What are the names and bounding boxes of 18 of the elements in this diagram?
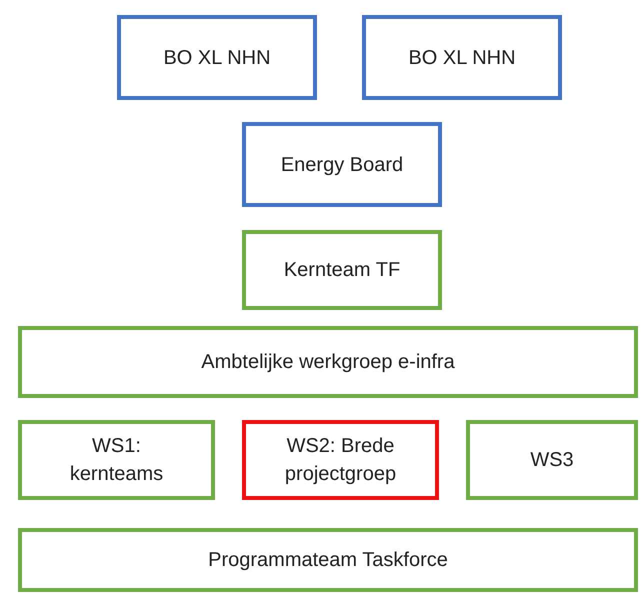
org-box (242, 420, 439, 500)
box-label: Ambtelijke werkgroep e-infra (201, 350, 455, 375)
org-box (18, 528, 638, 592)
org-box (18, 326, 638, 398)
box-label: Energy Board (280, 152, 404, 178)
box-label: Kernteam TF (284, 258, 400, 283)
org-box (466, 420, 638, 500)
org-box (242, 230, 442, 310)
box-label: WS2: Brede projectgroep (284, 434, 398, 487)
org-box (117, 15, 317, 100)
org-box (362, 15, 562, 100)
org-box (242, 122, 442, 207)
box-label: WS3 (530, 448, 574, 473)
org-box (18, 420, 215, 500)
box-label: Programmateam Taskforce (208, 548, 448, 573)
box-label: WS1: kernteams (68, 434, 164, 487)
box-label: BO XL NHN (163, 46, 271, 70)
box-label: BO XL NHN (408, 46, 516, 70)
